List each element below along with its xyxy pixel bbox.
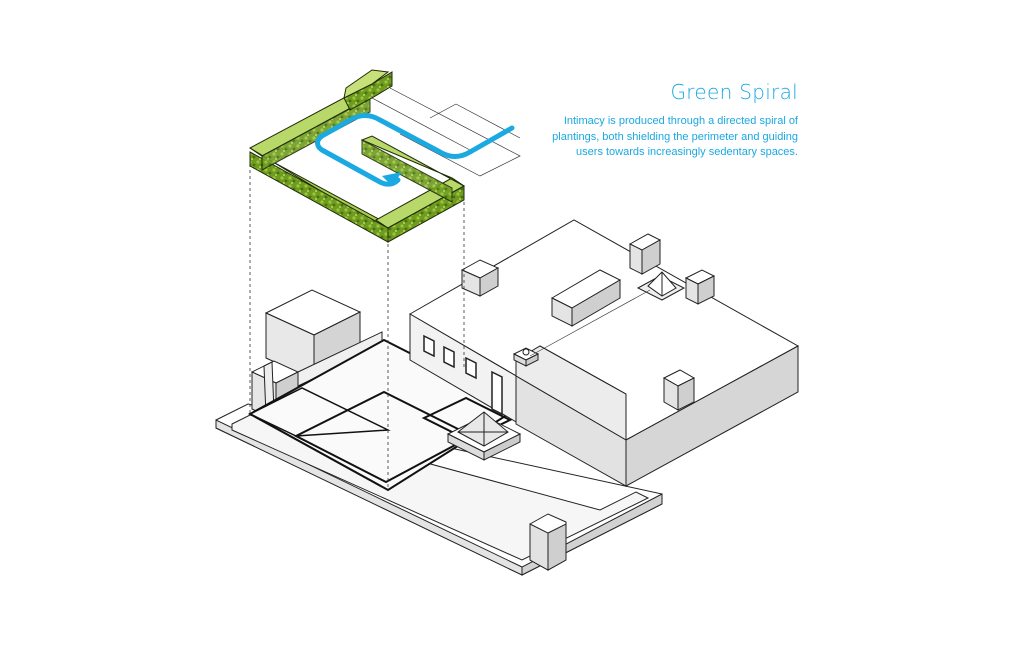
building-windows [423, 334, 503, 416]
rooftop-unit [550, 269, 622, 327]
caption-body: Intimacy is produced through a directed … [552, 115, 798, 158]
rooftop-vent [662, 369, 696, 411]
roof-line [529, 289, 651, 357]
rooftop-vent [684, 269, 716, 305]
green-spiral-hedge [249, 69, 465, 243]
skylight-courtyard [446, 411, 522, 461]
projection-lines [249, 152, 465, 490]
caption-title: Green Spiral [670, 80, 798, 104]
rooftop-vent [460, 259, 500, 297]
spiral-path-arrow [315, 113, 515, 187]
rooftop-skylight [636, 271, 686, 301]
rooftop-fan [512, 347, 540, 367]
main-building [409, 219, 800, 487]
parapet-post [529, 513, 567, 571]
rooftop-vent [628, 233, 662, 275]
caption-block: Green Spiral Intimacy is produced throug… [548, 80, 798, 161]
arrow-head [382, 172, 402, 186]
